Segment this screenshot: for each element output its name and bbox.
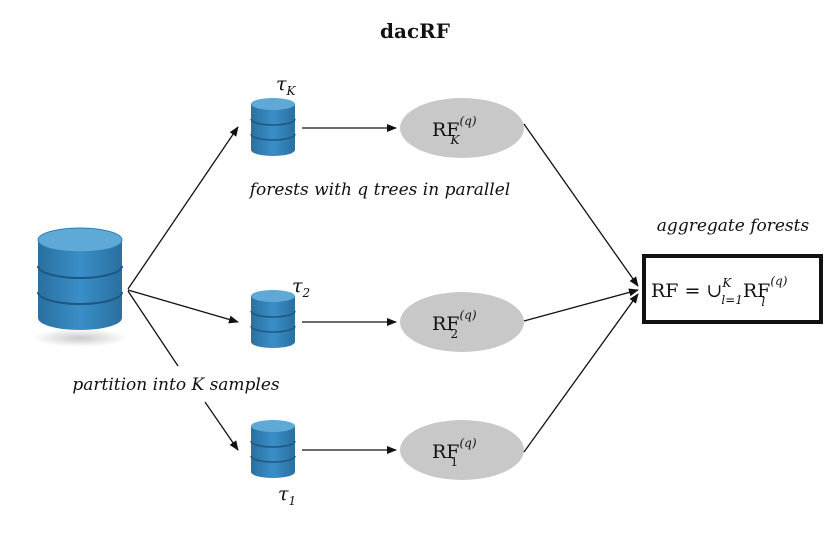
diagram-title: dacRF (380, 19, 450, 43)
arrow-rf-k-to-aggregate (523, 123, 639, 287)
arrow-to-tau-1-upper (127, 290, 179, 367)
partition-caption: partition into K samples (72, 375, 280, 395)
aggregate-forests-caption: aggregate forests (657, 216, 810, 236)
arrow-rf-1-to-aggregate (523, 293, 639, 453)
parallel-forests-caption: forests with q trees in parallel (248, 180, 511, 200)
rf-2-node: RF(q)2 (400, 292, 524, 352)
sample-tau-1-database-icon (250, 420, 296, 478)
tau-k-label: τK (276, 73, 297, 98)
arrow-to-tau-k (127, 126, 239, 290)
arrow-rf-2-to-aggregate (523, 288, 639, 322)
arrow-to-tau-2 (127, 289, 239, 324)
tau-2-label: τ2 (292, 275, 310, 300)
sample-tau-2-database-icon (250, 290, 296, 348)
rf-k-node: RF(q)K (400, 98, 524, 158)
tau-1-label: τ1 (278, 483, 296, 508)
rf-1-node: RF(q)1 (400, 420, 524, 480)
arrow-to-tau-1-lower (204, 401, 239, 451)
sample-tau-k-database-icon (250, 98, 296, 156)
full-dataset-database-icon (32, 227, 128, 347)
aggregate-formula-box (642, 254, 823, 324)
